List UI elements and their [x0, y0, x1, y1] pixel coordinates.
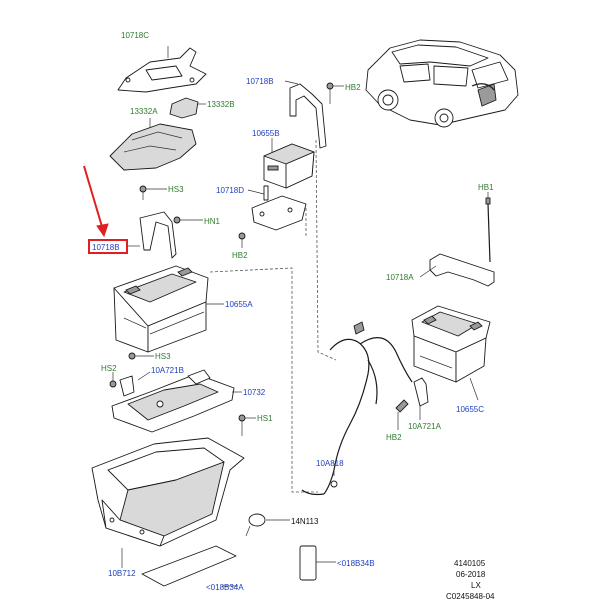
callout-HB2-mid: HB2 [232, 251, 248, 260]
callout-13332B: 13332B [207, 100, 235, 109]
part-10A721A-terminal [413, 377, 429, 420]
callout-10718B-highlighted: 10718B [92, 243, 120, 252]
callout-14N113: 14N113 [291, 517, 319, 526]
part-10B712-box [91, 437, 245, 568]
highlight-pointer-arrow [83, 165, 109, 238]
highlight-box [88, 239, 128, 254]
part-10718B-clamp [128, 211, 177, 259]
part-13332A-insulation [109, 118, 197, 171]
callout-13332A: 13332A [130, 107, 158, 116]
callout-10A818: 10A818 [316, 459, 344, 468]
connection-guide-lines [209, 139, 337, 493]
callout-HB2-lower: HB2 [386, 433, 402, 442]
callout-018B34A: <018B34A [206, 583, 244, 592]
part-HN1-nut [173, 216, 203, 224]
part-018B34B-pad [299, 545, 336, 581]
callout-HB2-top: HB2 [345, 83, 361, 92]
part-10718D-bracket [247, 185, 307, 231]
part-10732-tray [111, 369, 242, 433]
drawing-reference-block: 4140105 06-2018 LX C0245848-04 [446, 559, 495, 601]
part-10A818-cable [301, 321, 413, 496]
part-HB2-bolt-top [326, 82, 344, 104]
callout-10718C: 10718C [121, 31, 149, 40]
part-HB2-bolt-mid [238, 232, 246, 248]
callout-HS1: HS1 [257, 414, 273, 423]
footer-line-3: LX [471, 581, 481, 590]
callout-10718D: 10718D [216, 186, 244, 195]
part-018B34A-mat [141, 545, 238, 587]
part-10718B-upper-bracket [284, 80, 327, 149]
callout-10655B: 10655B [252, 129, 280, 138]
part-13332B-pad [169, 97, 206, 119]
part-HS2-bolt [109, 372, 117, 388]
leader-10A721B [137, 371, 151, 381]
callout-10732: 10732 [243, 388, 266, 397]
footer-line-2: 06-2018 [456, 570, 486, 579]
callout-HS3-lower: HS3 [155, 352, 171, 361]
callout-HN1: HN1 [204, 217, 221, 226]
callout-10B712: 10B712 [108, 569, 136, 578]
callout-10655C: 10655C [456, 405, 484, 414]
part-10655B-module [263, 138, 315, 189]
callout-10655A: 10655A [225, 300, 253, 309]
part-HB1-stud [485, 192, 491, 263]
part-10655A-battery [113, 265, 224, 353]
callout-HS2: HS2 [101, 364, 117, 373]
part-HS3-bolt-upper [139, 185, 167, 200]
callout-10718B-upper: 10718B [246, 77, 274, 86]
part-10655C-battery [411, 305, 491, 401]
part-10718C-bracket [117, 46, 207, 93]
footer-line-4: C0245848-04 [446, 592, 495, 601]
footer-line-1: 4140105 [454, 559, 486, 568]
callout-HS3-upper: HS3 [168, 185, 184, 194]
part-10718A-bracket [419, 253, 495, 287]
callout-10A721B: 10A721B [151, 366, 184, 375]
callout-HB1: HB1 [478, 183, 494, 192]
callout-10A721A: 10A721A [408, 422, 442, 431]
callout-10718A: 10718A [386, 273, 414, 282]
part-HB2-bolt-lower [395, 399, 409, 430]
part-HS3-bolt-lower [128, 352, 154, 360]
vehicle-illustration [365, 39, 519, 128]
part-14N113-clip [245, 513, 290, 537]
callout-018B34B: <018B34B [337, 559, 375, 568]
part-HS1-bolt [238, 414, 256, 436]
